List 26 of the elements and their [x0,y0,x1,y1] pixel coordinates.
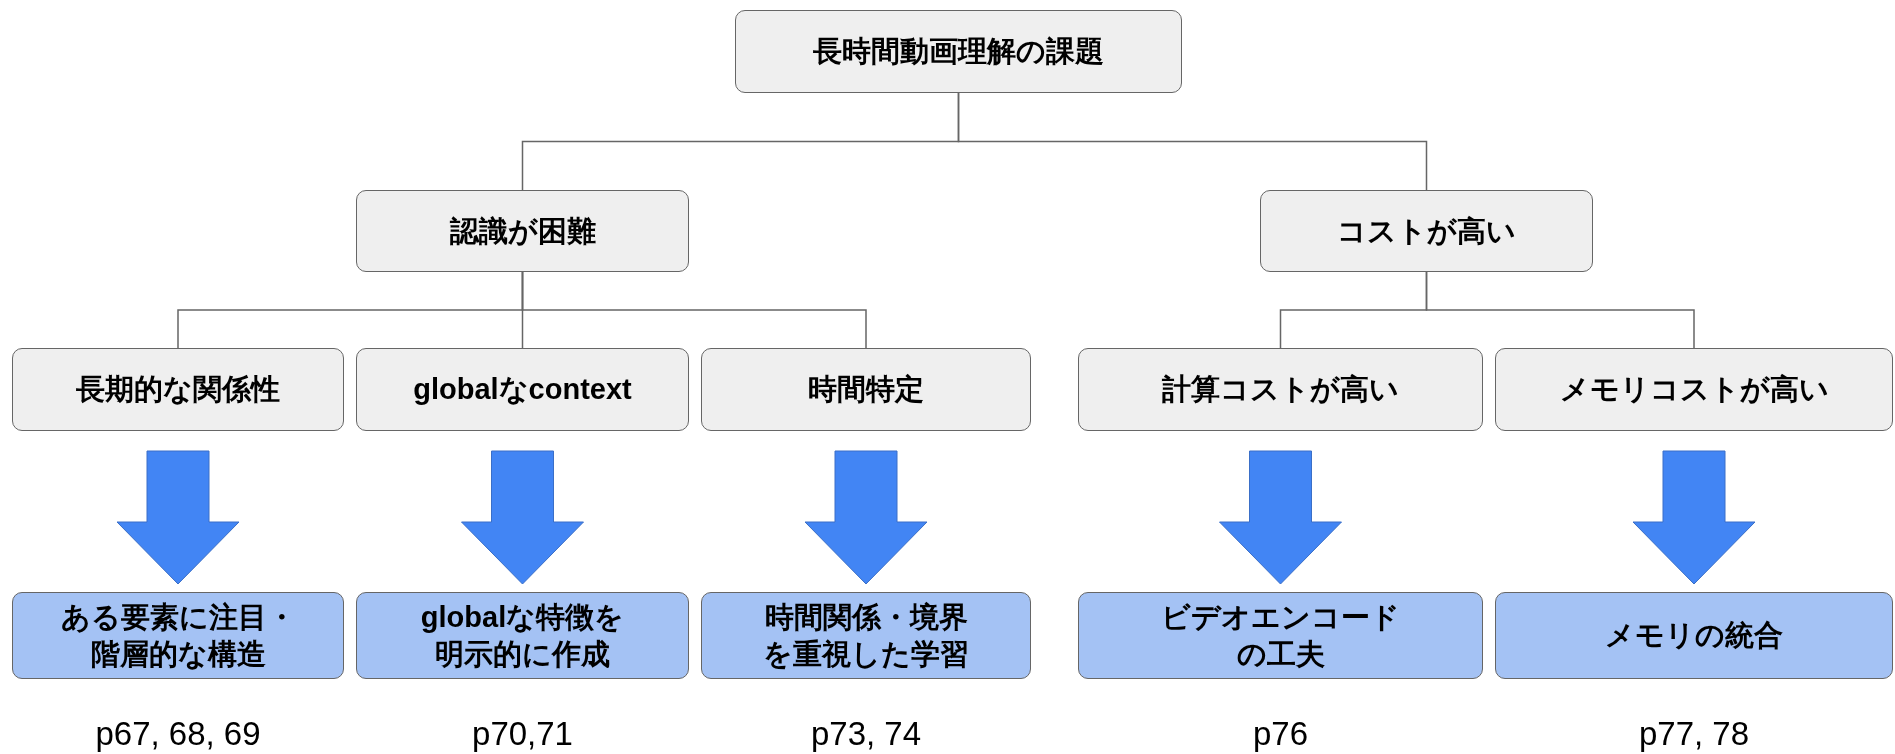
block-arrow [461,450,584,585]
page-reference: p67, 68, 69 [95,715,261,753]
page-reference: p76 [1252,715,1309,753]
block-arrow [1632,450,1756,585]
problem-box: globalなcontext [356,348,689,431]
connector-line [1425,271,1695,349]
solution-box: 時間関係・境界を重視した学習 [701,592,1031,679]
connector-line [957,92,1428,191]
category-box: コストが高い [1260,190,1593,272]
problem-box: 計算コストが高い [1078,348,1483,431]
problem-box: 長期的な関係性 [12,348,344,431]
problem-box: 時間特定 [701,348,1031,431]
page-reference: p73, 74 [810,715,922,753]
problem-box: メモリコストが高い [1495,348,1893,431]
block-arrow [804,450,928,585]
title-box: 長時間動画理解の課題 [735,10,1182,93]
solution-box: ある要素に注目・階層的な構造 [12,592,344,679]
category-box: 認識が困難 [356,190,689,272]
connector-line [521,271,867,349]
page-reference: p77, 78 [1638,715,1750,753]
solution-box: メモリの統合 [1495,592,1893,679]
solution-box: ビデオエンコードの工夫 [1078,592,1483,679]
block-arrow [1219,450,1342,585]
solution-box: globalな特徴を明示的に作成 [356,592,689,679]
block-arrow [116,450,240,585]
page-reference: p70,71 [472,715,573,753]
